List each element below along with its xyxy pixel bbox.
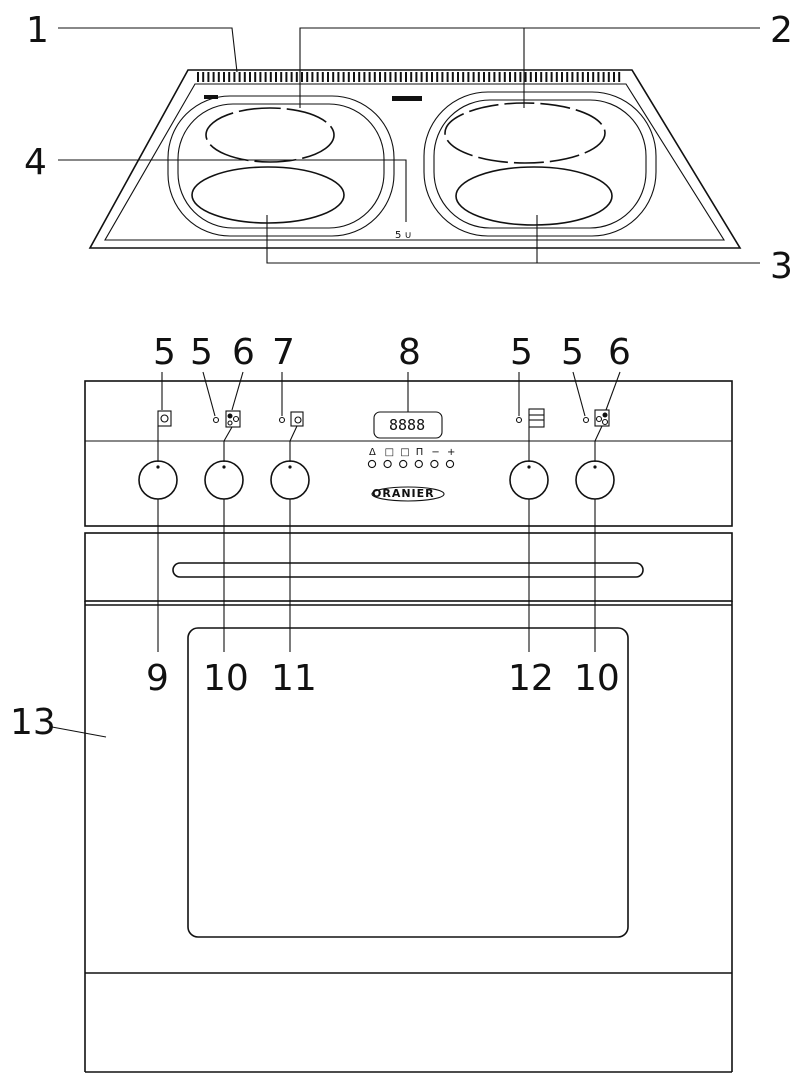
callout-4: 4: [24, 142, 47, 183]
brand-logo-swoosh: [371, 486, 445, 502]
callout-5c: 5: [510, 332, 533, 373]
leader-6b: [605, 371, 621, 411]
callout-13: 13: [10, 702, 56, 743]
leader-6a: [231, 371, 244, 411]
rear-zone-symbol-icon: [290, 411, 304, 427]
hob-outline: [88, 69, 742, 249]
indicator-lamp-hob-right: [515, 416, 523, 424]
connector-10a: [223, 426, 233, 462]
knob-hob-left-front-marker: [222, 465, 226, 469]
timer-button[interactable]: [399, 459, 408, 469]
oven-door: [84, 601, 733, 1073]
callout-11: 11: [271, 658, 317, 699]
leader-3: [266, 215, 760, 264]
indicator-lamp-rear: [582, 416, 590, 424]
callout-10a: 10: [203, 658, 249, 699]
timer-button-symbol: +: [447, 447, 455, 458]
callout-12: 12: [508, 658, 554, 699]
connector-10b: [594, 425, 603, 462]
timer-button[interactable]: [383, 459, 392, 469]
timer-button[interactable]: [367, 459, 377, 469]
callout-6b: 6: [608, 332, 631, 373]
door-handle-section: [84, 532, 733, 606]
timer-button[interactable]: [414, 459, 423, 469]
right-zones-outer-track: [423, 91, 657, 237]
callout-5a: 5: [153, 332, 176, 373]
timer-button-symbol: Δ: [369, 447, 376, 458]
callout-6a: 6: [232, 332, 255, 373]
left-zones-inner-track: [177, 103, 385, 229]
timer-button-symbol: −: [431, 447, 439, 458]
timer-button-symbol: □: [385, 447, 394, 458]
callout-9: 9: [146, 658, 169, 699]
zone-rear-left: [205, 107, 335, 163]
callout-labels: 1 2 3 4 5 5 6 7 8 5 5 6 9 10 11 12 10 13: [10, 10, 793, 743]
leader-1: [58, 27, 238, 73]
power-symbol-icon: [157, 410, 172, 427]
leader-5b: [202, 371, 216, 417]
hob: 5 ∪: [88, 69, 742, 249]
zone-selector-symbol-right-icon: [594, 409, 610, 427]
timer-button-symbol: Π: [416, 447, 424, 458]
knob-oven-temperature-marker: [527, 465, 531, 469]
callout-8: 8: [398, 332, 421, 373]
leader-2: [299, 27, 760, 108]
hob-mark-left: [204, 95, 218, 99]
brand-logo: ORANIER: [372, 487, 435, 500]
knob-hob-right-marker: [593, 465, 597, 469]
callout-10b: 10: [574, 658, 620, 699]
timer-button[interactable]: [430, 459, 439, 469]
indicator-lamp-oven: [212, 416, 220, 424]
leader-5d: [572, 371, 586, 417]
leader-lines: [51, 27, 760, 738]
zone-front-left: [191, 166, 345, 224]
residual-heat-indicator-icon: 5 ∪: [395, 230, 412, 241]
timer-button-symbol: □: [400, 447, 409, 458]
vent-strip: [197, 72, 621, 82]
oven-window: [187, 627, 629, 938]
callout-7: 7: [272, 332, 295, 373]
left-zones-outer-track: [167, 95, 395, 237]
zone-rear-right: [444, 102, 606, 164]
callout-1: 1: [26, 10, 49, 51]
indicator-lamp-hob-left: [278, 416, 286, 424]
right-zones-inner-track: [433, 99, 647, 229]
callout-2: 2: [770, 10, 793, 51]
connector-11: [289, 425, 298, 462]
hob-mark-centre: [392, 96, 422, 101]
knob-oven-function-marker: [156, 465, 160, 469]
leader-4: [58, 159, 407, 222]
hob-inner-frame: [104, 83, 725, 241]
timer-buttons: Δ □ □ Π−+: [367, 447, 455, 469]
handle-strip-outline: [84, 532, 733, 602]
zone-selector-symbol-icon: [225, 410, 241, 428]
callout-3: 3: [770, 246, 793, 287]
leader-13: [51, 726, 107, 738]
callout-5b: 5: [190, 332, 213, 373]
callout-5d: 5: [561, 332, 584, 373]
door-handle[interactable]: [172, 562, 644, 578]
oven-function-symbol-icon: [528, 408, 545, 428]
knob-hob-left-rear-marker: [288, 465, 292, 469]
clock-display-digits: 8888: [389, 416, 425, 434]
timer-button[interactable]: [445, 459, 455, 469]
zone-front-right: [455, 166, 613, 226]
